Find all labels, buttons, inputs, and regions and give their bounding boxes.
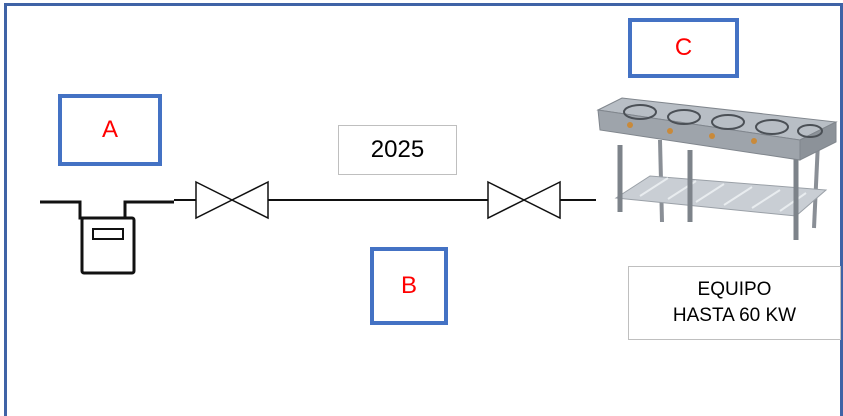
diagram-frame: [4, 3, 843, 416]
equipment-line-2: HASTA 60 KW: [672, 305, 797, 326]
equipment-line-1: EQUIPO: [697, 279, 772, 301]
label-a: A: [58, 94, 162, 166]
gas-meter-icon: [40, 200, 174, 275]
label-c: C: [628, 18, 739, 78]
label-b-text: B: [400, 272, 417, 299]
label-b: B: [370, 247, 448, 325]
pipe-length-box: 2025: [338, 125, 457, 175]
pipe-length-value: 2025: [370, 136, 425, 163]
label-a-text: A: [101, 116, 118, 143]
valve-icon: [195, 180, 269, 220]
gas-stove-icon: [596, 97, 838, 240]
equipment-caption: EQUIPO HASTA 60 KW: [628, 266, 841, 340]
label-c-text: C: [674, 34, 693, 61]
valve-icon: [487, 180, 561, 220]
